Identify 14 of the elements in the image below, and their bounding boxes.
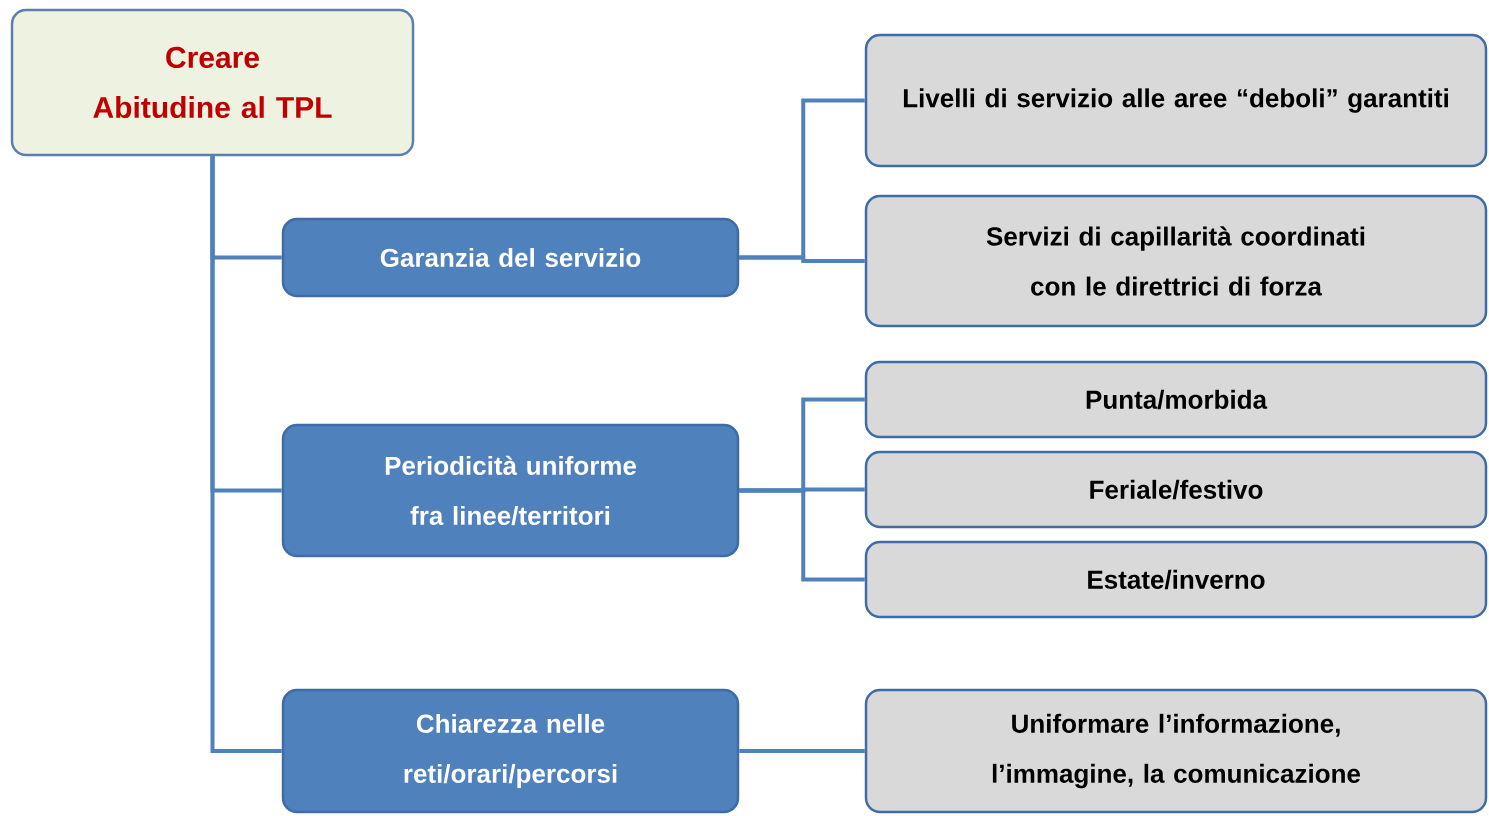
- item-box: Estate/inverno: [864, 540, 1488, 619]
- item-box: Servizi di capillarità coordinati con le direttrici di forza: [864, 194, 1488, 328]
- connector-line: [739, 255, 865, 263]
- item-box: Feriale/festivo: [864, 450, 1488, 529]
- category-box: Periodicità uniforme fra linee/territori: [281, 423, 740, 558]
- item-box: Punta/morbida: [864, 360, 1488, 439]
- item-box: Livelli di servizio alle aree “deboli” garantiti: [864, 33, 1488, 168]
- title-box: Creare Abitudine al TPL: [10, 8, 415, 157]
- item-box: Uniformare l’informazione, l’immagine, la comunicazione: [864, 688, 1488, 814]
- category-box: Chiarezza nelle reti/orari/percorsi: [281, 688, 740, 814]
- connector-line: [739, 749, 865, 753]
- connector-line: [739, 488, 865, 582]
- connector-line: [210, 156, 282, 753]
- category-box: Garanzia del servizio: [281, 217, 740, 298]
